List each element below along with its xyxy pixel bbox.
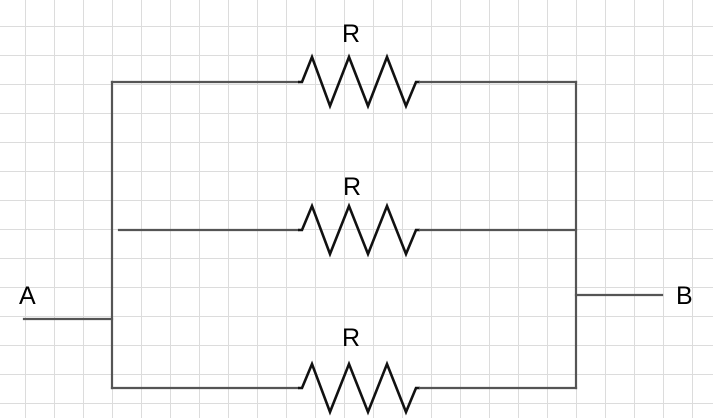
resistor-middle — [298, 202, 420, 258]
node-a-label: A — [19, 282, 36, 310]
resistor-top — [298, 53, 420, 110]
resistor-label-middle: R — [343, 173, 362, 201]
resistor-label-top: R — [342, 20, 361, 48]
resistor-label-bottom: R — [342, 324, 361, 352]
node-b-label: B — [676, 282, 693, 310]
resistor-bottom — [298, 360, 420, 416]
